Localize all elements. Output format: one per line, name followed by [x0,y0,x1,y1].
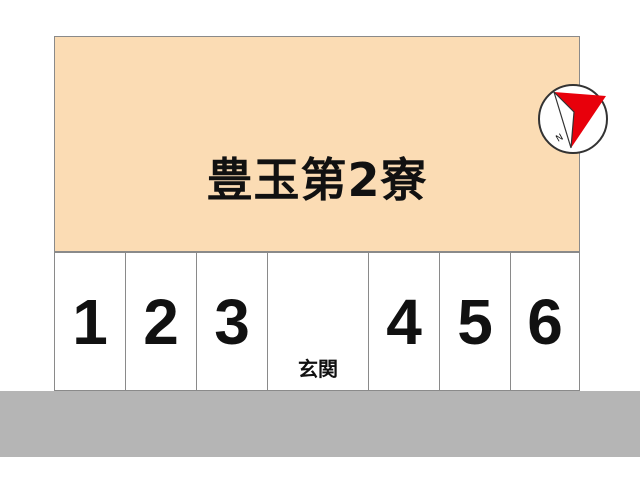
parking-space-number: 3 [214,285,250,358]
road [0,391,640,457]
compass-north-label: N [555,133,566,145]
compass-needle-shade [553,91,575,149]
parking-space-number: 1 [72,285,108,358]
parking-space-number: 6 [527,285,563,358]
building-name: 豊玉第2寮 [206,153,428,207]
north-arrow-icon: N [538,84,608,154]
parking-space-number: 4 [386,285,422,358]
entrance-label: 玄関 [298,357,338,381]
parking-space-5: 5 [439,252,511,391]
parking-space-3: 3 [196,252,268,391]
parking-space-4: 4 [368,252,440,391]
parking-space-6: 6 [510,252,580,391]
parking-space-number: 2 [143,285,179,358]
parking-space-number: 5 [457,285,493,358]
entrance-area: 玄関 [267,252,369,391]
parking-space-2: 2 [125,252,197,391]
parking-space-1: 1 [54,252,126,391]
building-area: 豊玉第2寮 [54,36,580,252]
